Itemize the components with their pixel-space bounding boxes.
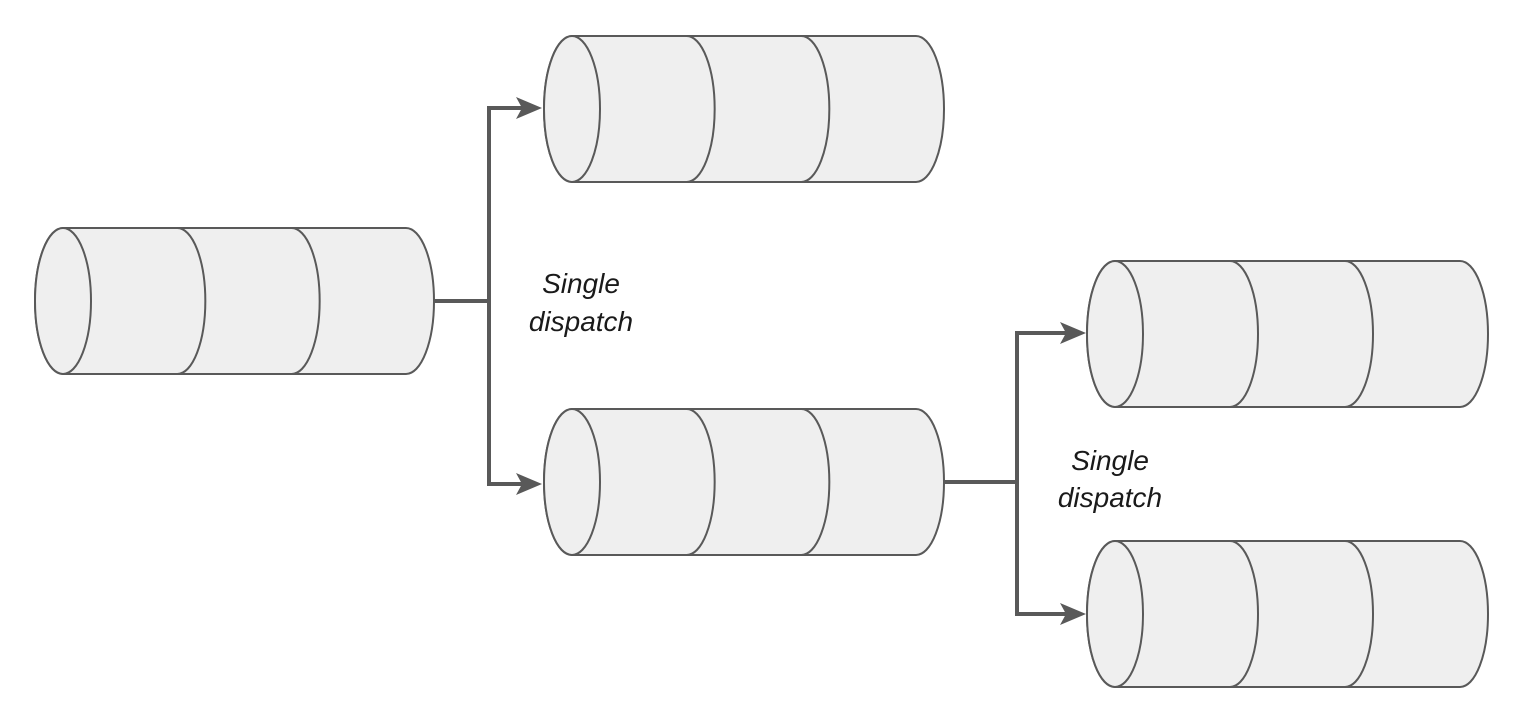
source-queue-segment-divider: [177, 227, 207, 375]
lower-upper-target-queue: [1086, 260, 1489, 408]
connector-split-1: [487, 106, 530, 486]
upper-target-queue-segment-divider: [686, 35, 716, 183]
lower-upper-target-queue-segment-divider: [1344, 260, 1374, 408]
middle-queue-front-cap: [543, 408, 601, 556]
upper-target-queue-segment-divider: [801, 35, 831, 183]
connectors: [434, 97, 1086, 625]
upper-target-queue-body: [543, 35, 945, 183]
source-queue-segment-divider: [291, 227, 321, 375]
dispatch-label-1-line1: Single: [542, 268, 620, 299]
middle-queue-segment-divider: [686, 408, 716, 556]
dispatch-label-1-line2: dispatch: [529, 306, 633, 337]
lower-lower-target-queue: [1086, 540, 1489, 688]
lower-lower-target-queue-front-cap: [1086, 540, 1144, 688]
middle-queue: [543, 408, 945, 556]
lower-upper-target-queue-front-cap: [1086, 260, 1144, 408]
arrowhead-middle: [516, 473, 542, 495]
lower-lower-target-queue-segment-divider: [1344, 540, 1374, 688]
lower-lower-target-queue-segment-divider: [1229, 540, 1259, 688]
lower-upper-target-queue-body: [1086, 260, 1489, 408]
upper-target-queue-front-cap: [543, 35, 601, 183]
arrowhead-lower-upper-target: [1060, 322, 1086, 344]
middle-queue-segment-divider: [801, 408, 831, 556]
arrowhead-lower-lower-target: [1060, 603, 1086, 625]
source-queue: [34, 227, 435, 375]
source-queue-body: [34, 227, 435, 375]
lower-lower-target-queue-body: [1086, 540, 1489, 688]
queues: [34, 35, 1489, 688]
source-queue-front-cap: [34, 227, 92, 375]
dispatch-label-2-line1: Single: [1071, 445, 1149, 476]
upper-target-queue: [543, 35, 945, 183]
arrowhead-upper-target: [516, 97, 542, 119]
dispatch-label-2-line2: dispatch: [1058, 482, 1162, 513]
lower-upper-target-queue-segment-divider: [1229, 260, 1259, 408]
middle-queue-body: [543, 408, 945, 556]
connector-split-2: [1015, 331, 1074, 616]
